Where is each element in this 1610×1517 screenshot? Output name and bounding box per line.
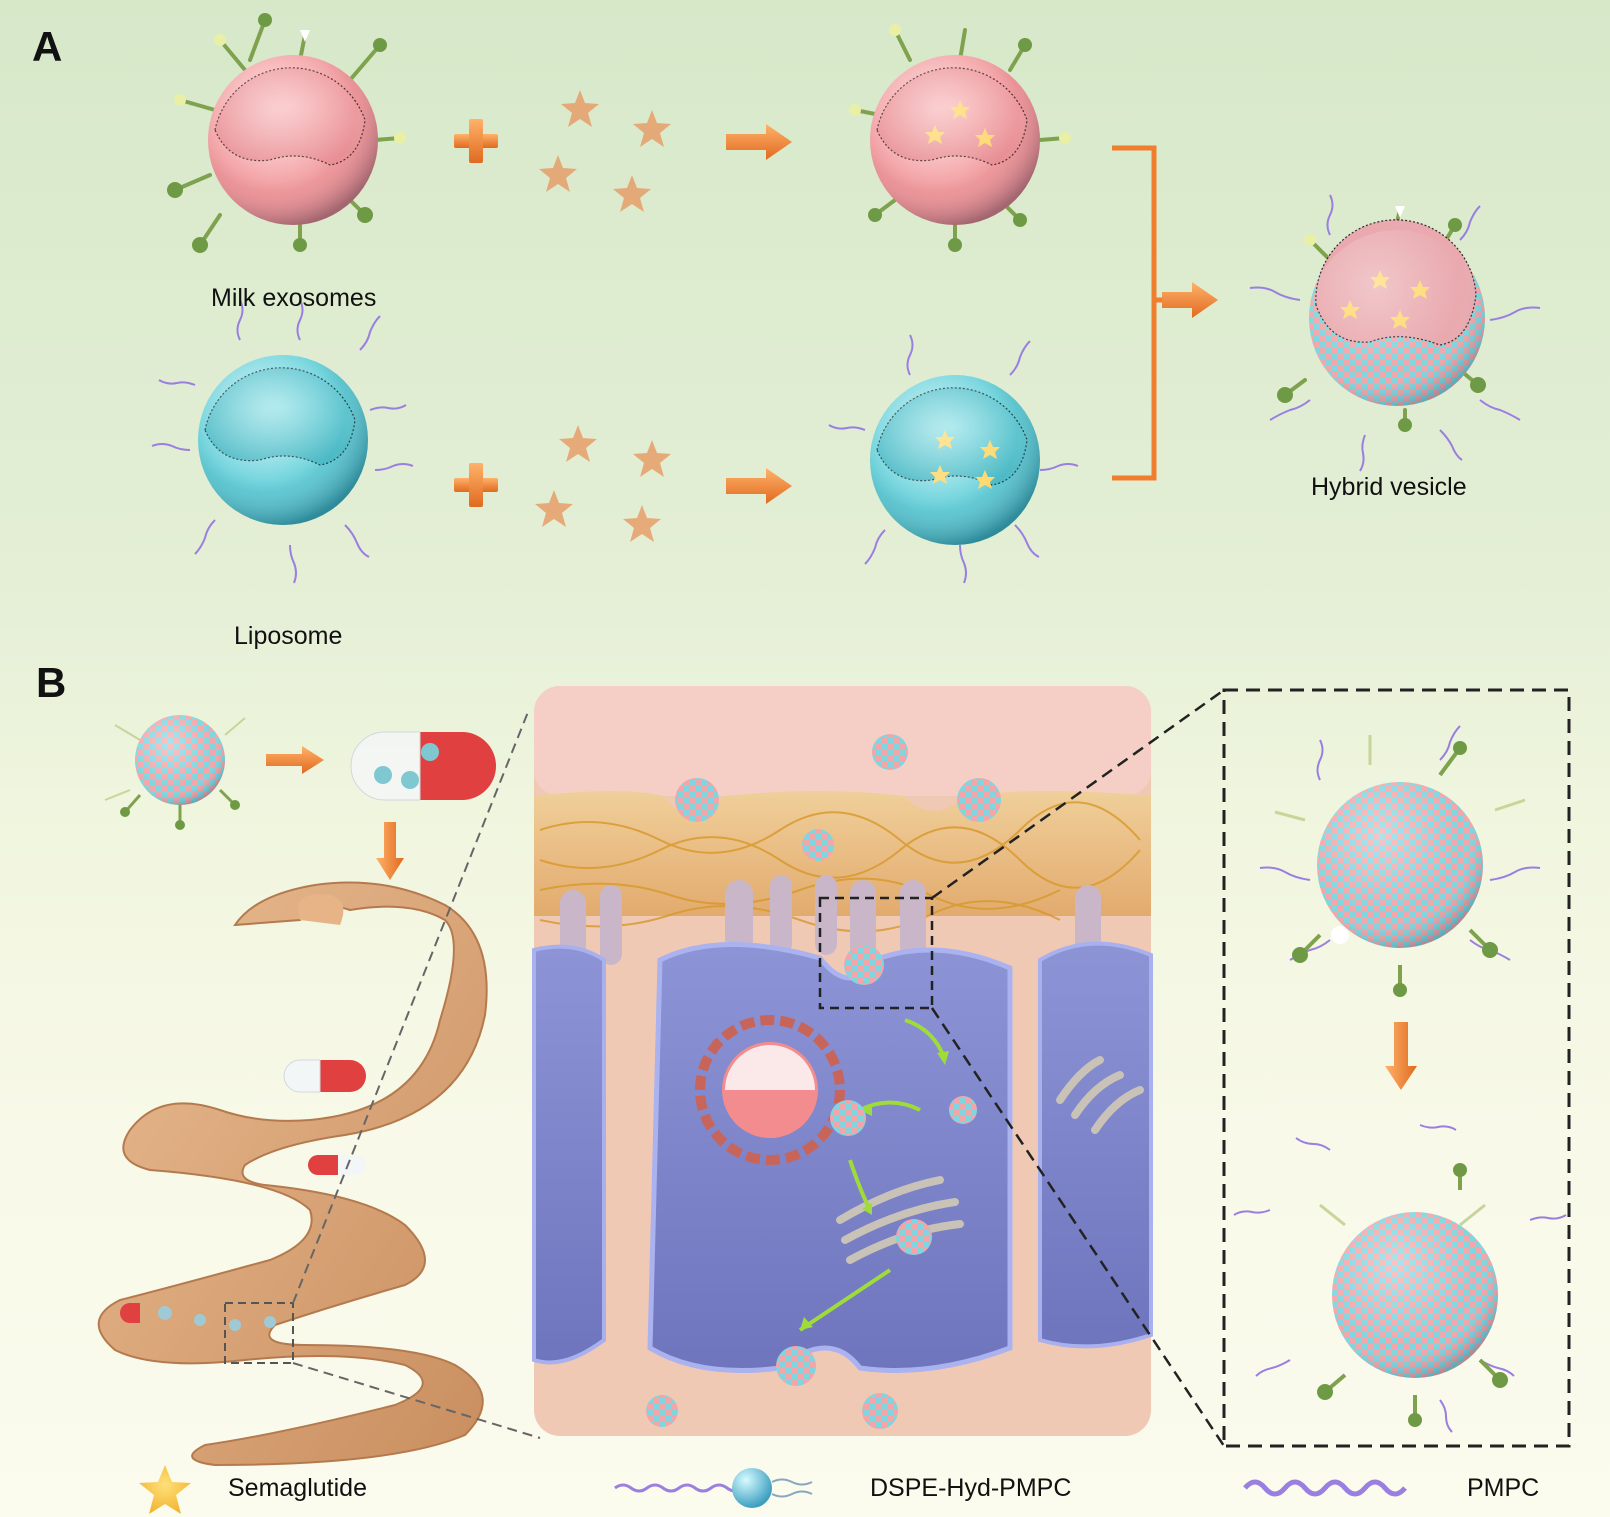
pmpc-icon xyxy=(1243,1479,1407,1497)
plus-icon xyxy=(454,119,498,163)
epithelium-cross-section xyxy=(532,686,1153,1436)
label-milk-exosomes: Milk exosomes xyxy=(211,284,377,312)
down-arrow-icon xyxy=(1385,1022,1417,1090)
detail-hybrid-vesicle xyxy=(1259,725,1541,997)
down-arrow-icon xyxy=(376,822,404,880)
label-hybrid-vesicle: Hybrid vesicle xyxy=(1311,473,1467,501)
legend-semaglutide-label: Semaglutide xyxy=(228,1474,367,1502)
zoom-box-cell xyxy=(818,896,934,1010)
capsule-icon xyxy=(350,731,496,801)
liposome-vesicle xyxy=(151,299,414,584)
semaglutide-star-icon xyxy=(139,1465,191,1514)
detail-shedding-vesicle xyxy=(1233,1124,1567,1433)
panel-label-a: A xyxy=(32,23,63,70)
right-arrow-icon xyxy=(726,468,792,504)
merge-bracket xyxy=(1112,145,1178,481)
loaded-liposome-vesicle xyxy=(828,334,1079,584)
dspe-hyd-pmpc-icon xyxy=(614,1468,813,1508)
hybrid-vesicle xyxy=(1249,194,1541,472)
zoom-lines xyxy=(292,711,541,1439)
right-arrow-icon xyxy=(266,746,324,774)
loaded-exosome-vesicle xyxy=(849,24,1071,252)
panel-label-b: B xyxy=(36,659,67,706)
legend-pmpc-label: PMPC xyxy=(1467,1474,1540,1502)
right-arrow-icon xyxy=(1162,282,1218,318)
label-liposome: Liposome xyxy=(234,622,343,650)
legend-dspe-label: DSPE-Hyd-PMPC xyxy=(870,1474,1072,1502)
zoom-box-intestine xyxy=(224,1302,294,1364)
small-hybrid-vesicle xyxy=(104,715,246,830)
semaglutide-star-icon xyxy=(535,90,671,542)
plus-icon xyxy=(454,463,498,507)
milk-exosome-vesicle xyxy=(167,13,406,253)
zoom-lines xyxy=(930,688,1226,1447)
right-arrow-icon xyxy=(726,124,792,160)
stomach-intestine xyxy=(97,881,488,1467)
